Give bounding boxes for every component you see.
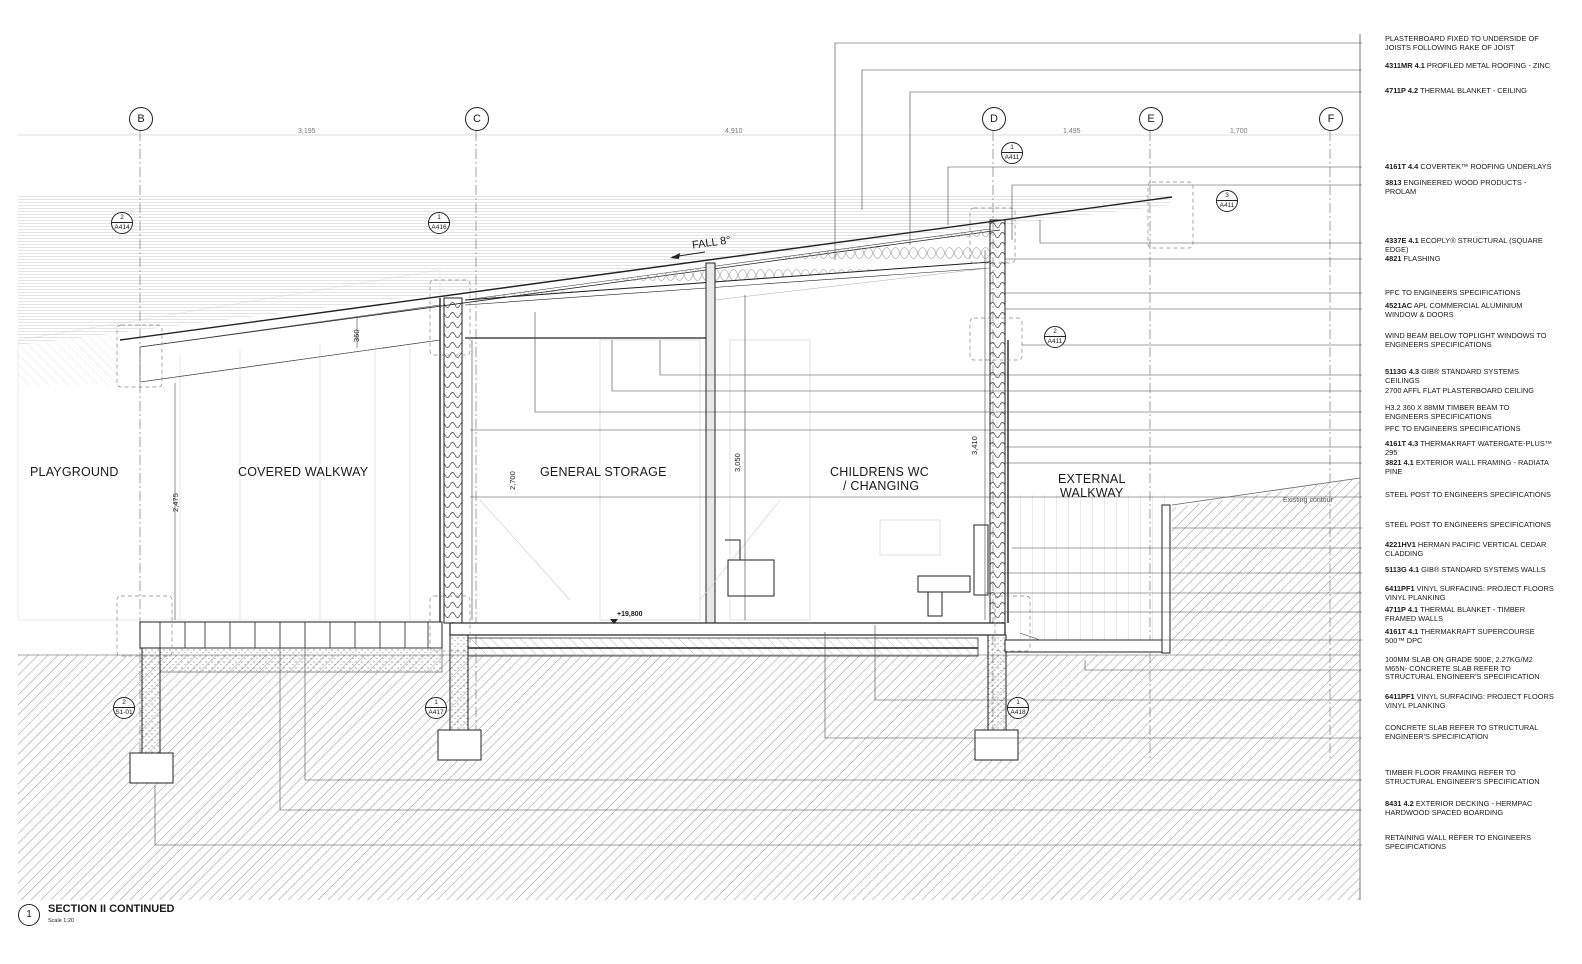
grid-label-b: B [129, 107, 153, 131]
room-general-storage: GENERAL STORAGE [540, 465, 667, 479]
note-flashing: 4821 FLASHING [1385, 254, 1441, 263]
room-external-walkway-line2: WALKWAY [1060, 486, 1124, 500]
existing-contour-label: Existing contour [1283, 497, 1333, 504]
grid-label-d: D [982, 107, 1006, 131]
note-flat-ceiling: 2700 AFFL FLAT PLASTERBOARD CEILING [1385, 386, 1534, 395]
dim-mid-height: 3,050 [733, 453, 742, 472]
room-playground: PLAYGROUND [30, 465, 119, 479]
span-dim-bc: 3,195 [298, 128, 316, 135]
floor-level-label: +19,800 [617, 611, 643, 618]
span-dim-de: 1,495 [1063, 128, 1081, 135]
note-timber-beam: H3.2 360 X 88MM TIMBER BEAM TO ENGINEERS… [1385, 403, 1510, 421]
note-engineered-wood: 3813 ENGINEERED WOOD PRODUCTS - PROLAM [1385, 178, 1527, 196]
note-watergate: 4161T 4.3 THERMAKRAFT WATERGATE-PLUS™ 29… [1385, 439, 1553, 457]
grid-label-e: E [1139, 107, 1163, 131]
note-cedar-cladding: 4221HV1 HERMAN PACIFIC VERTICAL CEDAR CL… [1385, 540, 1547, 558]
span-dim-cd: 4,910 [725, 128, 743, 135]
section-scale: Scale 1:20 [48, 918, 74, 924]
note-roofing-underlays: 4161T 4.4 COVERTEK™ ROOFING UNDERLAYS [1385, 162, 1552, 171]
note-ecoply: 4337E 4.1 ECOPLY® STRUCTURAL (SQUARE EDG… [1385, 236, 1543, 254]
note-dpc: 4161T 4.1 THERMAKRAFT SUPERCOURSE 500™ D… [1385, 627, 1535, 645]
note-concrete-slab: CONCRETE SLAB REFER TO STRUCTURAL ENGINE… [1385, 723, 1539, 741]
room-childrens-wc-line2: / CHANGING [843, 479, 920, 493]
note-wind-beam: WIND BEAM BELOW TOPLIGHT WINDOWS TO ENGI… [1385, 331, 1547, 349]
dim-walkway-height: 2,475 [171, 493, 180, 512]
note-timber-floor: TIMBER FLOOR FRAMING REFER TO STRUCTURAL… [1385, 768, 1540, 786]
note-vinyl-2: 6411PF1 VINYL SURFACING: PROJECT FLOORS … [1385, 692, 1554, 710]
note-thermal-ceiling: 4711P 4.2 THERMAL BLANKET - CEILING [1385, 86, 1527, 95]
note-pfc-2: PFC TO ENGINEERS SPECIFICATIONS [1385, 424, 1521, 433]
grid-label-f: F [1319, 107, 1343, 131]
note-wall-framing: 3821 4.1 EXTERIOR WALL FRAMING - RADIATA… [1385, 458, 1549, 476]
note-steel-post-2: STEEL POST TO ENGINEERS SPECIFICATIONS [1385, 520, 1551, 529]
note-metal-roofing: 4311MR 4.1 PROFILED METAL ROOFING - ZINC [1385, 61, 1551, 70]
note-exterior-decking: 8431 4.2 EXTERIOR DECKING - HERMPAC HARD… [1385, 799, 1533, 817]
room-external-walkway: EXTERNAL [1058, 472, 1126, 486]
note-gib-ceilings: 5113G 4.3 GIB® STANDARD SYSTEMS CEILINGS [1385, 367, 1519, 385]
grid-label-c: C [465, 107, 489, 131]
note-plasterboard: PLASTERBOARD FIXED TO UNDERSIDE OF JOIST… [1385, 34, 1539, 52]
note-vinyl-1: 6411PF1 VINYL SURFACING: PROJECT FLOORS … [1385, 584, 1554, 602]
section-title: SECTION II CONTINUED [48, 903, 175, 915]
dim-storage-height: 2,700 [508, 471, 517, 490]
dim-beam-depth: 360 [352, 329, 361, 342]
room-childrens-wc: CHILDRENS WC [830, 465, 929, 479]
note-pfc-1: PFC TO ENGINEERS SPECIFICATIONS [1385, 288, 1521, 297]
note-steel-post-1: STEEL POST TO ENGINEERS SPECIFICATIONS [1385, 490, 1551, 499]
note-thermal-walls: 4711P 4.1 THERMAL BLANKET - TIMBER FRAME… [1385, 605, 1526, 623]
dim-wc-height: 3,410 [970, 436, 979, 455]
span-dim-ef: 1,700 [1230, 128, 1248, 135]
note-gib-walls: 5113G 4.1 GIB® STANDARD SYSTEMS WALLS [1385, 565, 1546, 574]
note-aluminium-windows: 4521AC APL COMMERCIAL ALUMINIUM WINDOW &… [1385, 301, 1523, 319]
note-retaining-wall: RETAINING WALL REFER TO ENGINEERS SPECIF… [1385, 833, 1532, 851]
note-slab-on-grade: 100MM SLAB ON GRADE 500E, 2.27KG/M2 M65N… [1385, 655, 1540, 682]
room-covered-walkway: COVERED WALKWAY [238, 465, 369, 479]
section-number: 1 [18, 904, 40, 926]
